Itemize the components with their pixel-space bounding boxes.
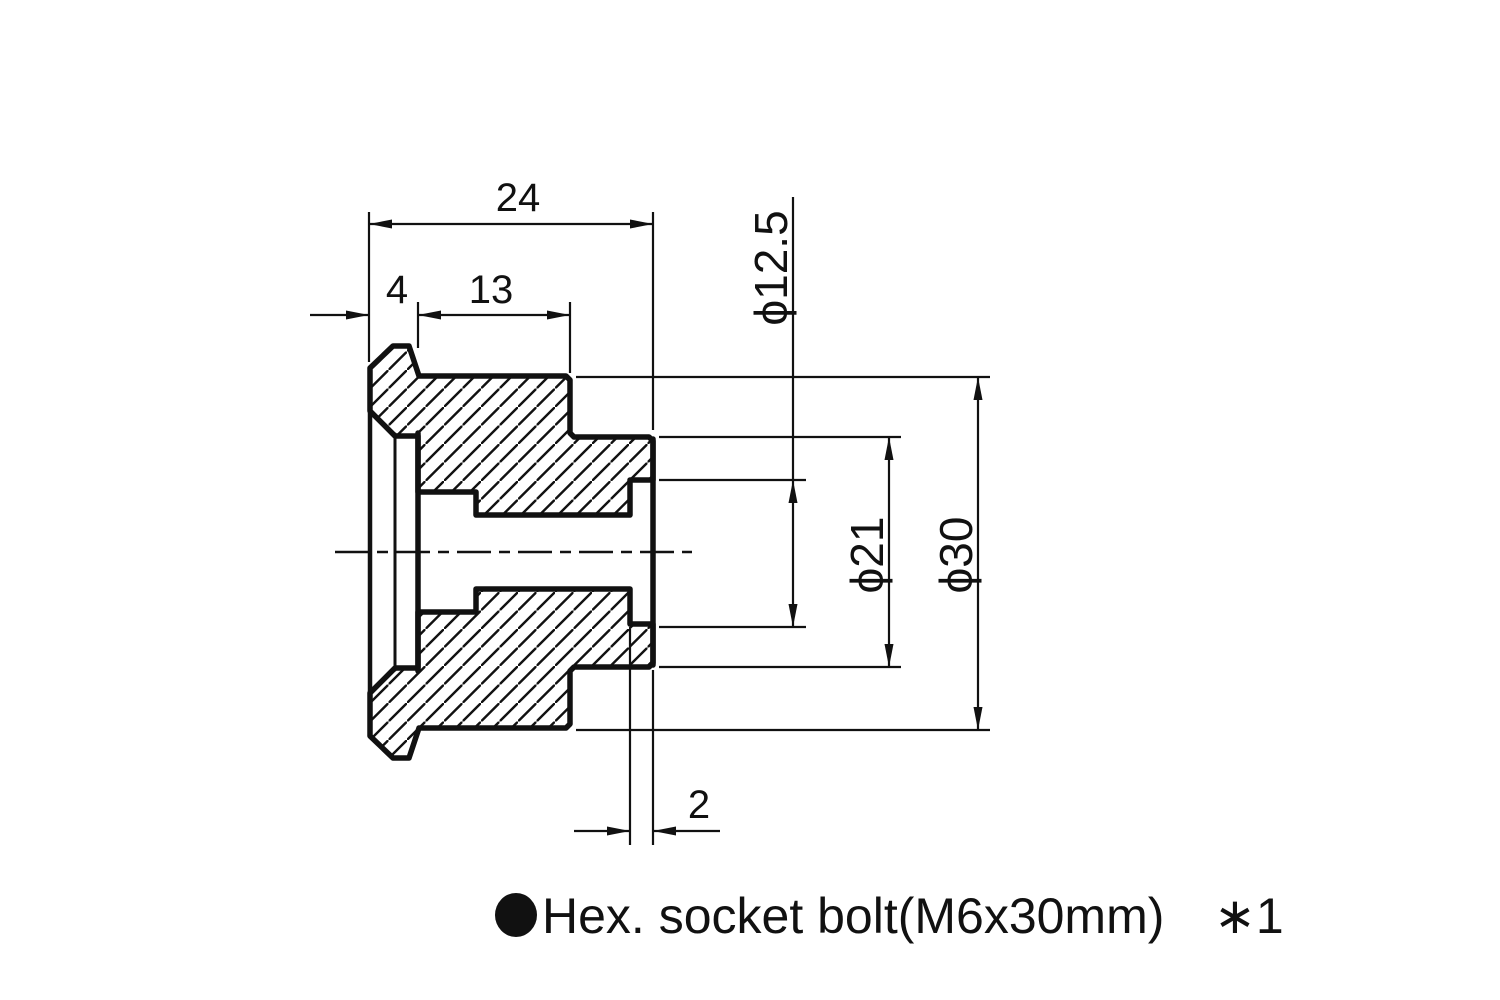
arrowhead-down: [973, 707, 983, 730]
part-cross-section: [367, 343, 656, 761]
dimension-label-13: 13: [469, 268, 514, 312]
dimension-flange-width: 4: [310, 268, 408, 320]
arrowhead-right: [547, 310, 570, 320]
arrowhead-up: [884, 437, 894, 460]
arrowhead-up: [973, 377, 983, 400]
dimension-label-dia-12-5: ϕ12.5: [745, 210, 797, 325]
caption-part-name: Hex. socket bolt(M6x30mm): [542, 888, 1164, 944]
dimension-label-dia-30: ϕ30: [930, 517, 982, 594]
dimension-tip-diameter: ϕ21: [659, 435, 901, 669]
dimension-body-length: 13: [416, 268, 572, 373]
arrowhead-right: [607, 826, 630, 836]
dimension-label-2: 2: [688, 783, 710, 827]
caption-quantity: ∗1: [1214, 888, 1284, 944]
arrowhead-up: [788, 480, 798, 503]
dimension-overall-length: 24: [367, 176, 655, 430]
bullet-icon: [495, 893, 537, 937]
dimension-label-4: 4: [386, 268, 408, 312]
dimension-recess-depth: 2: [574, 629, 720, 845]
caption: Hex. socket bolt(M6x30mm) ∗1: [495, 888, 1284, 944]
dimension-label-dia-21: ϕ21: [841, 517, 893, 594]
part-lower-half-section: [367, 586, 656, 761]
dimension-outer-diameter: ϕ30: [576, 375, 990, 732]
arrowhead-left: [653, 826, 676, 836]
arrowhead-right: [346, 310, 369, 320]
dimension-recess-diameter: ϕ12.5: [659, 197, 806, 629]
arrowhead-down: [884, 644, 894, 667]
part-upper-half-section: [367, 343, 656, 518]
arrowhead-left: [369, 219, 392, 229]
dimension-label-24: 24: [496, 176, 541, 220]
arrowhead-left: [418, 310, 441, 320]
arrowhead-right: [630, 219, 653, 229]
arrowhead-down: [788, 604, 798, 627]
